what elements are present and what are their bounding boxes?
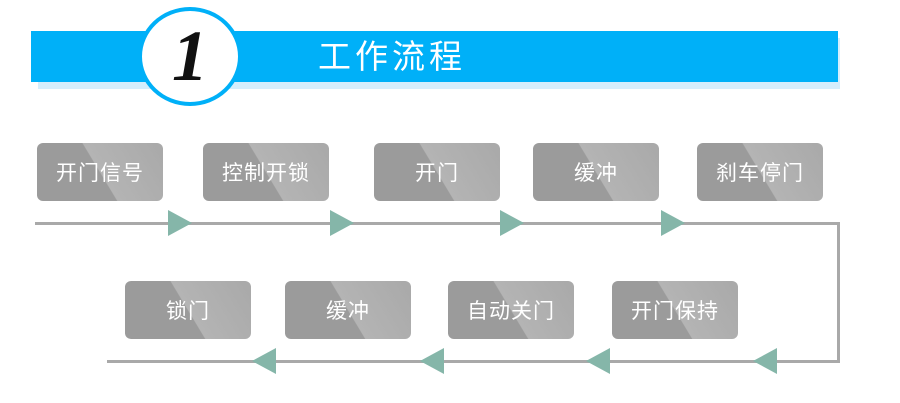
flow-arrow-left-icon — [586, 348, 610, 374]
process-step-label: 开门保持 — [631, 300, 719, 323]
step-badge-circle — [138, 7, 242, 106]
process-step-box: 缓冲 — [285, 281, 411, 339]
flow-connector-line — [35, 222, 840, 225]
process-step-label: 刹车停门 — [716, 162, 804, 185]
flow-return-path-line — [837, 222, 840, 363]
process-step-box: 开门信号 — [37, 143, 163, 201]
process-step-label: 缓冲 — [326, 300, 370, 323]
flow-arrow-right-icon — [500, 210, 524, 236]
process-step-label: 开门 — [415, 162, 459, 185]
process-step-box: 开门 — [374, 143, 500, 201]
process-step-label: 自动关门 — [467, 300, 555, 323]
process-step-label: 锁门 — [166, 300, 210, 323]
process-step-label: 缓冲 — [574, 162, 618, 185]
flow-arrow-right-icon — [168, 210, 192, 236]
process-step-label: 开门信号 — [56, 162, 144, 185]
process-step-box: 控制开锁 — [203, 143, 329, 201]
process-step-label: 控制开锁 — [222, 162, 310, 185]
flow-arrow-right-icon — [330, 210, 354, 236]
flow-arrow-left-icon — [420, 348, 444, 374]
process-step-box: 刹车停门 — [697, 143, 823, 201]
flow-connector-line — [107, 360, 840, 363]
flow-arrow-left-icon — [753, 348, 777, 374]
process-step-box: 开门保持 — [612, 281, 738, 339]
step-badge-number: 1 — [172, 16, 208, 96]
process-step-box: 缓冲 — [533, 143, 659, 201]
process-step-box: 锁门 — [125, 281, 251, 339]
flow-arrow-right-icon — [661, 210, 685, 236]
page-title: 工作流程 — [318, 38, 466, 75]
flow-arrow-left-icon — [252, 348, 276, 374]
process-step-box: 自动关门 — [448, 281, 574, 339]
